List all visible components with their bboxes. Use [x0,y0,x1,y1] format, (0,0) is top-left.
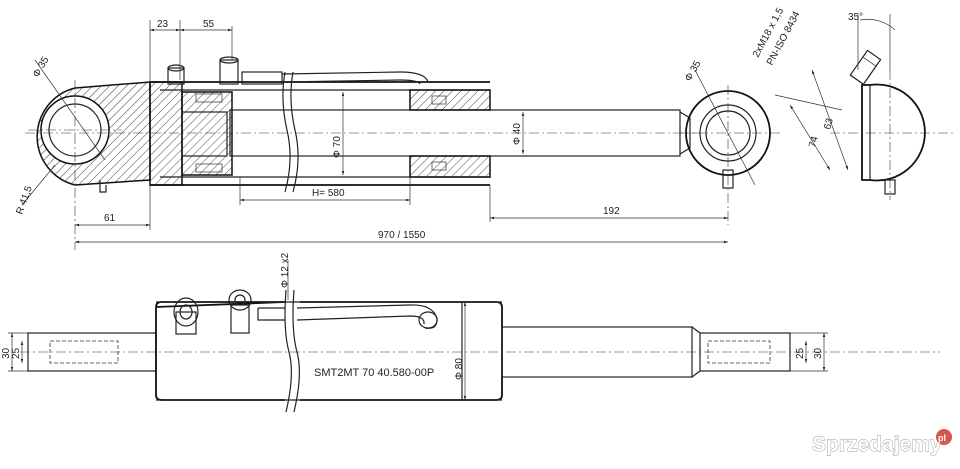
top-pipe [281,71,429,83]
end-cap [149,81,183,186]
bottom-pipe [257,307,285,321]
dim-23: 23 [157,19,169,30]
section-view [25,49,955,250]
watermark-text: Sprzedajemy [812,433,942,456]
dim-right-25: 25 [795,347,806,359]
dim-right-eye-dia: Φ 35 [683,59,704,84]
dim-192: 192 [603,206,620,217]
port-left [173,297,199,327]
dim-55: 55 [203,19,215,30]
dim-length: 970 / 1550 [378,230,426,241]
piston [181,91,233,176]
watermark-suffix: pl [938,433,946,443]
dim-rod-dia: Φ 40 [512,123,523,145]
dim-left-eye-dia: Φ 35 [31,55,52,80]
dim-stroke: H= 580 [312,188,345,199]
dim-right-30: 30 [813,347,824,359]
dim-left-30: 30 [1,347,12,359]
outline-view [8,260,940,413]
side-view-circle [861,83,926,182]
model-label: SMT2MT 70 40.580-00P [314,367,434,379]
dim-61: 61 [104,213,116,224]
dim-74: 74 [807,135,821,149]
port-right [228,289,252,311]
rod [501,326,693,378]
dim-pipe-dia: Φ 12 x2 [280,252,291,288]
watermark: Sprzedajemy pl [812,429,952,456]
dim-outer-dia: Φ 80 [454,358,465,380]
dim-radius: R 41,5 [14,184,35,216]
angled-port [849,49,882,86]
gland [409,89,491,111]
dim-left-25: 25 [11,347,22,359]
barrel-outline [155,301,503,401]
right-rod-end [699,332,791,372]
dim-barrel-dia: Φ 70 [332,136,343,158]
dim-63: 63 [822,117,836,131]
watermark-badge [936,429,952,445]
dim-angle: 35° [848,12,863,23]
dimension-lines-top [21,14,896,244]
